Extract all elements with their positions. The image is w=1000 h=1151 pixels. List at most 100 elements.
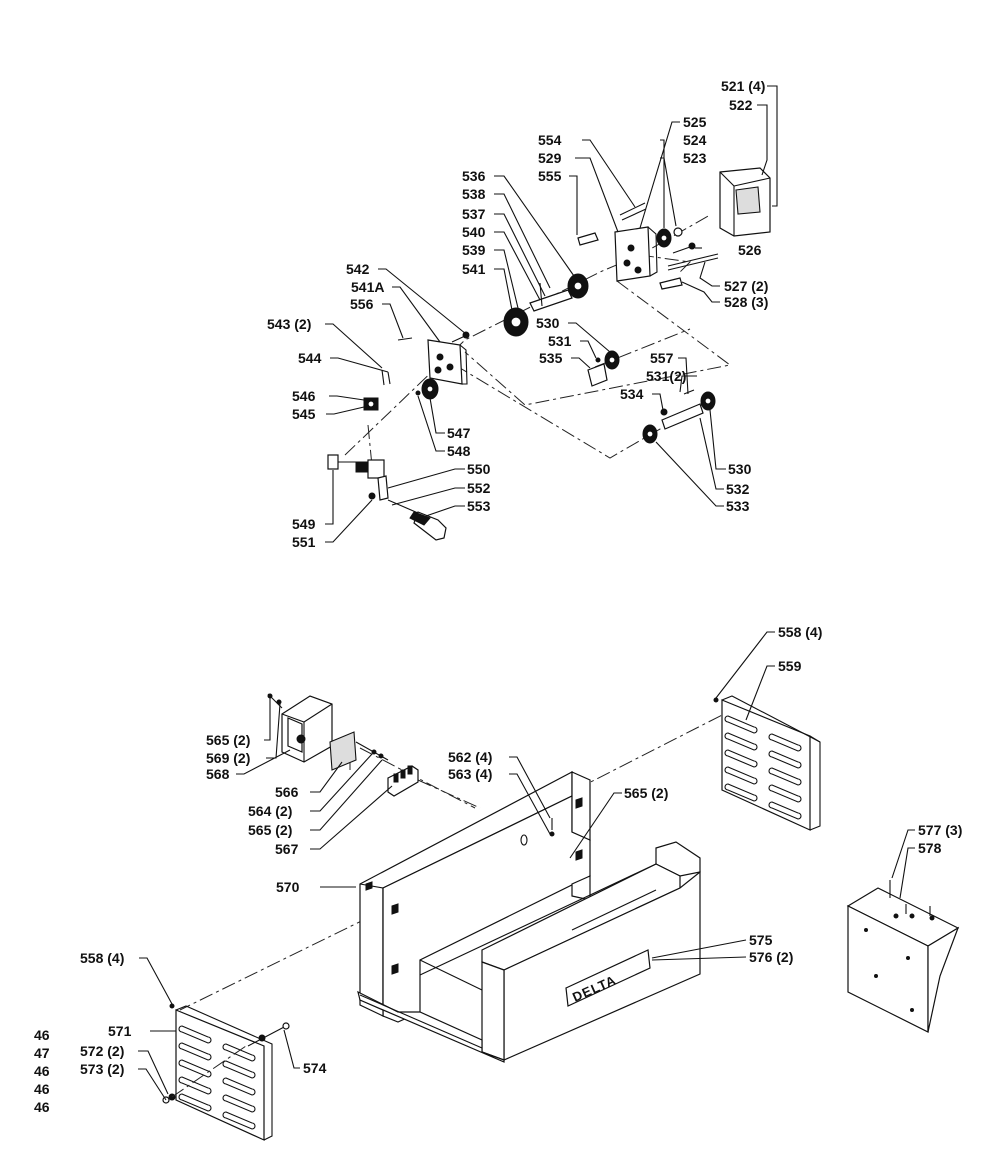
screw-543 [381, 369, 385, 386]
rod-554 [619, 202, 646, 216]
callout-554: 554 [538, 132, 562, 148]
terminal-block-567 [387, 765, 419, 797]
vent-slot [222, 1094, 256, 1113]
bracket-550 [377, 475, 389, 501]
plate-541a [427, 339, 468, 385]
pin-528 [659, 277, 683, 290]
vent-slot [724, 715, 758, 734]
rod-527 [667, 253, 719, 267]
callout-575: 575 [749, 932, 773, 948]
callout-521: 521 (4) [721, 78, 765, 94]
margin-label-5: 46 [34, 1099, 50, 1115]
callout-labels: 521 (4) 522 525 554 524 529 523 555 536 … [80, 78, 962, 1077]
vent-slot [178, 1025, 212, 1044]
callout-538: 538 [462, 186, 486, 202]
lower-assembly-parts: DELTA [162, 693, 960, 1141]
callout-524: 524 [683, 132, 707, 148]
callout-539: 539 [462, 242, 486, 258]
side-panel-571 [175, 1005, 273, 1141]
cover-box-578 [846, 887, 960, 1033]
margin-label-4: 46 [34, 1081, 50, 1097]
callout-542: 542 [346, 261, 370, 277]
callout-535: 535 [539, 350, 563, 366]
vent-slot [724, 732, 758, 751]
washer-569 [276, 699, 282, 705]
margin-label-1: 46 [34, 1027, 50, 1043]
screw-534 [660, 408, 668, 416]
vent-slot [724, 783, 758, 802]
callout-566: 566 [275, 784, 299, 800]
callout-558a: 558 (4) [778, 624, 822, 640]
side-panel-559 [721, 695, 821, 831]
callout-557: 557 [650, 350, 674, 366]
callout-578: 578 [918, 840, 942, 856]
switch-box-568 [281, 695, 333, 763]
plate-566 [329, 731, 357, 771]
cover-block-522 [719, 167, 771, 237]
key-531 [595, 357, 601, 363]
shaft-535 [587, 363, 608, 387]
callout-529: 529 [538, 150, 562, 166]
callout-555: 555 [538, 168, 562, 184]
callout-545: 545 [292, 406, 316, 422]
vent-slot [768, 784, 802, 803]
vent-slot [222, 1077, 256, 1096]
vent-slot [768, 767, 802, 786]
callout-546: 546 [292, 388, 316, 404]
callout-523: 523 [683, 150, 707, 166]
vent-slot [768, 750, 802, 769]
callout-567: 567 [275, 841, 299, 857]
vent-slot [178, 1093, 212, 1112]
callout-550: 550 [467, 461, 491, 477]
callout-570: 570 [276, 879, 300, 895]
callout-547: 547 [447, 425, 471, 441]
key-557 [683, 389, 695, 395]
upper-leader-lines [325, 85, 778, 543]
vent-slot [222, 1043, 256, 1062]
pin-556 [397, 337, 413, 341]
callout-553: 553 [467, 498, 491, 514]
shaft-532 [661, 403, 704, 430]
callout-556: 556 [350, 296, 374, 312]
callout-558b: 558 (4) [80, 950, 124, 966]
callout-528: 528 (3) [724, 294, 768, 310]
screw-526 [672, 246, 691, 254]
callout-573: 573 (2) [80, 1061, 124, 1077]
callout-533: 533 [726, 498, 750, 514]
callout-522: 522 [729, 97, 753, 113]
callout-536: 536 [462, 168, 486, 184]
callout-543: 543 (2) [267, 316, 311, 332]
callout-568: 568 [206, 766, 230, 782]
bracket-549 [327, 454, 385, 479]
callout-565c: 565 (2) [624, 785, 668, 801]
bracket-plate-529 [614, 226, 658, 282]
callout-551: 551 [292, 534, 316, 550]
screw-544 [387, 371, 391, 385]
vent-slot [222, 1111, 256, 1130]
lower-leader-lines [138, 631, 915, 1101]
panel-559-vents [724, 715, 802, 820]
screw-558b [169, 1003, 175, 1009]
callout-540: 540 [462, 224, 486, 240]
callout-548: 548 [447, 443, 471, 459]
callout-541a: 541A [351, 279, 384, 295]
callout-549: 549 [292, 516, 316, 532]
nut-523 [673, 227, 683, 237]
callout-564: 564 (2) [248, 803, 292, 819]
callout-527: 527 (2) [724, 278, 768, 294]
callout-532: 532 [726, 481, 750, 497]
screw-558a [713, 697, 719, 703]
callout-565a: 565 (2) [206, 732, 250, 748]
callout-530b: 530 [728, 461, 752, 477]
vent-slot [724, 749, 758, 768]
upper-assembly-centerlines [344, 214, 732, 467]
panel-571-vents [178, 1025, 256, 1130]
callout-537: 537 [462, 206, 486, 222]
callout-565b: 565 (2) [248, 822, 292, 838]
vent-slot [178, 1042, 212, 1061]
callout-525: 525 [683, 114, 707, 130]
callout-576: 576 (2) [749, 949, 793, 965]
callout-530a: 530 [536, 315, 560, 331]
callout-559: 559 [778, 658, 802, 674]
